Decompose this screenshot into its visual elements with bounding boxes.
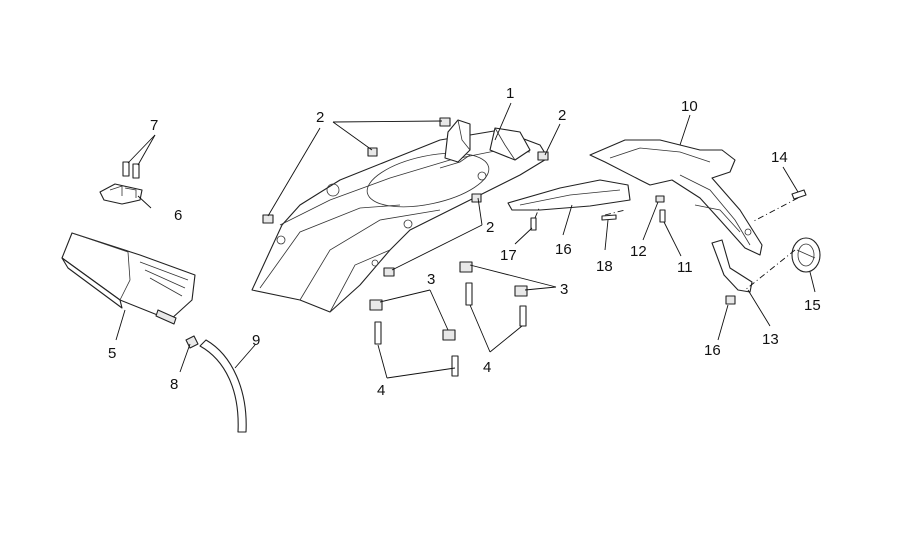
leader-lines [115, 102, 816, 379]
part-plate-holder-10 [589, 139, 763, 256]
callout-6: 6 [174, 207, 182, 224]
part-screw-18 [601, 214, 617, 221]
callout-3-right: 3 [560, 281, 568, 298]
part-fitting-8 [185, 335, 199, 349]
callout-16-middle: 16 [555, 241, 572, 258]
part-reflector-15 [791, 237, 821, 273]
part-hose-9 [199, 339, 247, 433]
callout-2-left: 2 [316, 109, 324, 126]
callout-2-lower: 2 [486, 219, 494, 236]
callout-14: 14 [771, 149, 788, 166]
callout-10: 10 [681, 98, 698, 115]
callout-13: 13 [762, 331, 779, 348]
part-screw-14 [791, 189, 807, 200]
callout-15: 15 [804, 297, 821, 314]
part-bracket-13 [711, 239, 753, 293]
assembly-lines [534, 197, 799, 291]
part-tray [61, 232, 196, 325]
part-clip-6 [99, 183, 143, 205]
part-nut-12 [655, 195, 665, 203]
callout-4-left: 4 [377, 382, 385, 399]
callout-5: 5 [108, 345, 116, 362]
part-screws-7 [122, 161, 140, 179]
part-screw-11 [659, 209, 666, 223]
part-bolts [374, 282, 527, 377]
callout-17: 17 [500, 247, 517, 264]
callout-4-right: 4 [483, 359, 491, 376]
callout-8: 8 [170, 376, 178, 393]
callout-11: 11 [677, 259, 693, 276]
callout-labels: 1 2 2 2 3 3 4 4 5 6 7 8 9 10 11 12 13 14… [108, 85, 821, 399]
callout-9: 9 [252, 332, 260, 349]
callout-18: 18 [596, 258, 613, 275]
callout-16-right: 16 [704, 342, 721, 359]
part-clips [262, 117, 549, 277]
callout-3-left: 3 [427, 271, 435, 288]
callout-12: 12 [630, 243, 647, 260]
part-bracket-16 [507, 179, 631, 211]
part-mudguard [251, 119, 549, 313]
callout-7: 7 [150, 117, 158, 134]
callout-2-right: 2 [558, 107, 566, 124]
part-screw-17 [530, 217, 537, 231]
part-grommets [369, 261, 528, 341]
part-nut-16 [725, 295, 736, 305]
callout-1: 1 [506, 85, 514, 102]
